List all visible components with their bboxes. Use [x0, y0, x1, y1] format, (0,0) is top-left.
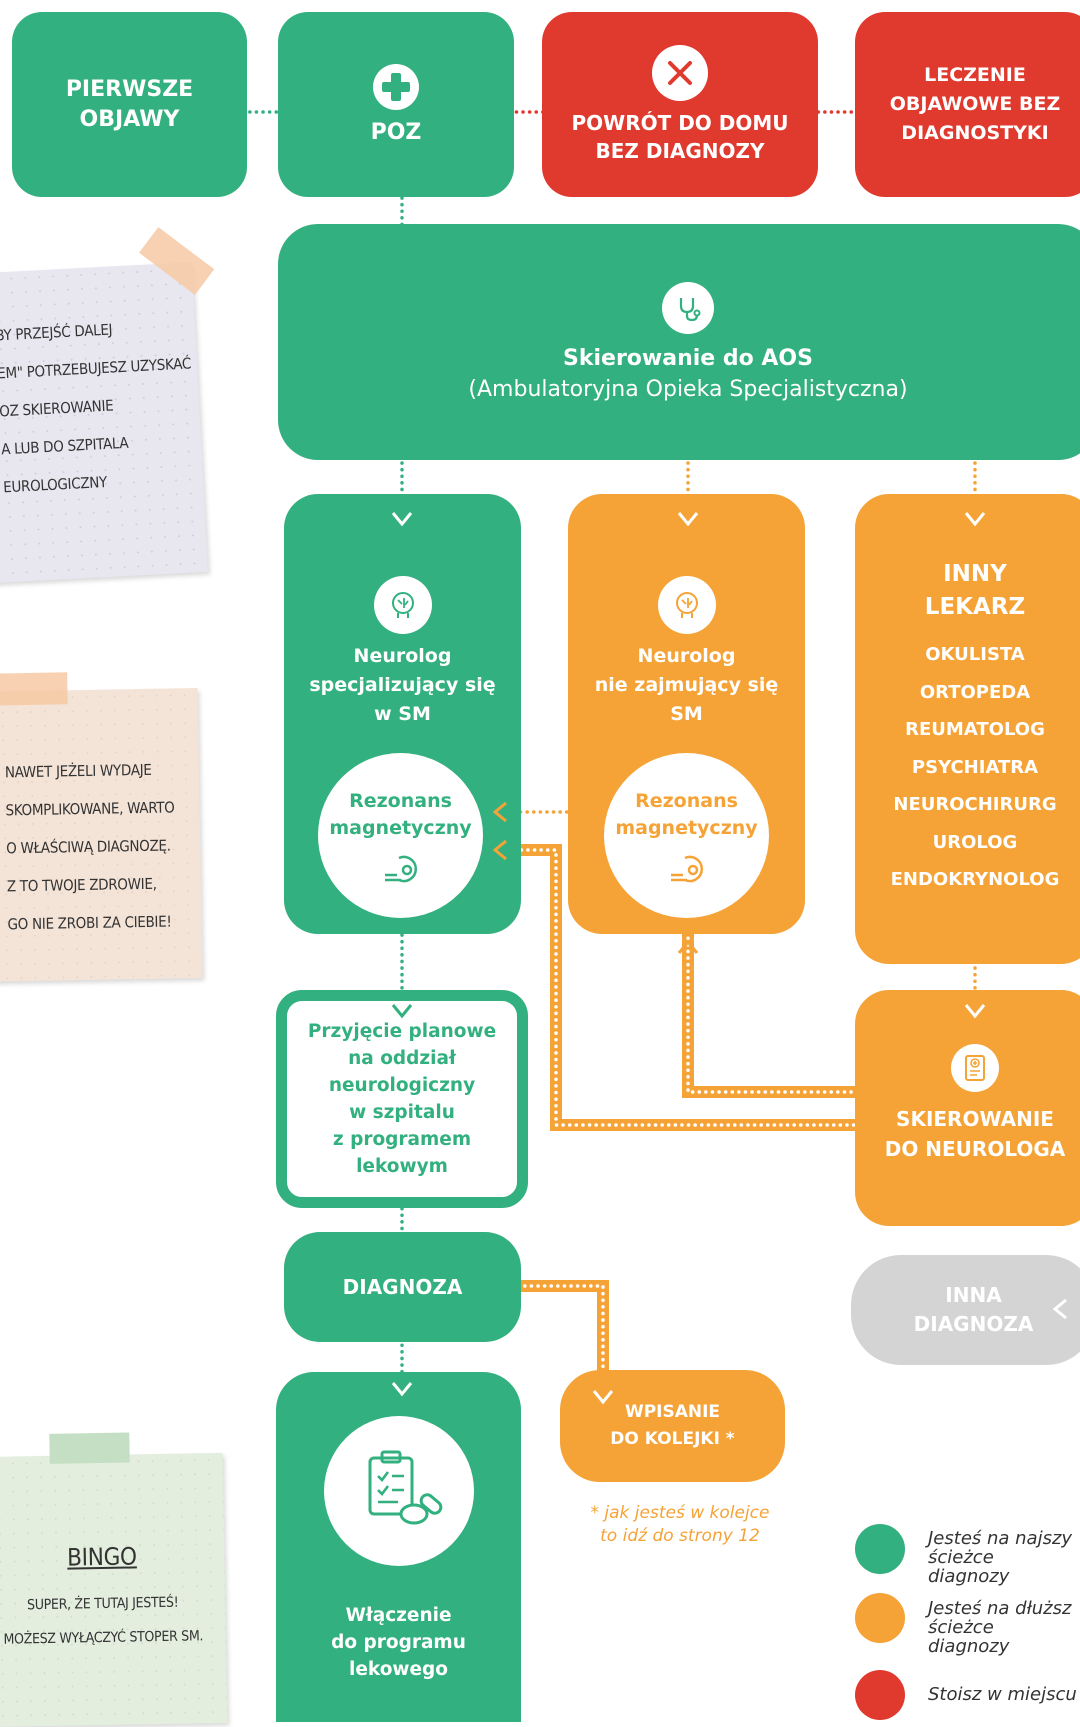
note-line: NAWET JEŻELI WYDAJE [4, 760, 152, 782]
arrow-down-icon [591, 1388, 615, 1408]
note-3-title: BINGO [66, 1542, 137, 1572]
arrow-down-icon [963, 510, 987, 530]
mri-scanner-icon [670, 855, 703, 882]
neurologist-other-label: Neurolog nie zajmujący się SM [594, 645, 779, 725]
prescription-pills-icon [323, 1416, 474, 1566]
drug-program-label: Włączenie do programu lekowego [331, 1605, 466, 1680]
referral-document-icon [951, 1044, 999, 1092]
mri-circle-2: Rezonans magnetyczny [604, 753, 769, 918]
arrow-left-icon [1050, 1297, 1070, 1321]
arrow-down-icon [390, 1240, 414, 1260]
legend-text-red: Stoisz w miejscu [928, 1684, 1077, 1705]
queue-label: WPISANIE DO KOLEJKI * [610, 1402, 735, 1449]
arrow-down-icon [390, 1380, 414, 1400]
legend-text-orange: Jesteś na dłuższ ścieżce diagnozy [928, 1598, 1072, 1657]
sticky-note-2: NAWET JEŻELI WYDAJE SKOMPLIKOWANE, WARTO O… [0, 672, 203, 982]
note-3-text: SUPER, ŻE TUTAJ JESTEŚ! MOŻESZ WYŁĄCZYĆ S… [0, 1585, 226, 1657]
note-line: SKOMPLIKOWANE, WARTO [5, 798, 175, 820]
back-home-label: POWRÓT DO DOMU BEZ DIAGNOZY [571, 110, 789, 163]
other-doctor-item: REUMATOLOG [905, 719, 1045, 740]
other-doctor-item: PSYCHIATRA [911, 756, 1039, 778]
arrow-down-icon [390, 1002, 414, 1022]
arrow-left-icon [490, 838, 510, 862]
arrow-down-icon [676, 510, 700, 530]
note-line: MOŻESZ WYŁĄCZYĆ STOPER SM. [3, 1628, 204, 1648]
mri-label: Rezonans magnetyczny [329, 789, 472, 839]
aos-referral-box: Skierowanie do AOS (Ambulatoryjna Opieka… [278, 224, 1080, 460]
other-diagnosis-label: INNA DIAGNOZA [913, 1283, 1034, 1336]
legend-dot-red [855, 1670, 905, 1720]
note-line: O WŁAŚCIWĄ DIAGNOZĘ. [6, 836, 171, 858]
arrow-down-icon [390, 510, 414, 530]
back-home-box: POWRÓT DO DOMU BEZ DIAGNOZY [542, 12, 818, 197]
poz-box: POZ [278, 12, 514, 197]
first-symptoms-label: PIERWSZE OBJAWY [65, 76, 194, 132]
symptomatic-treatment-box: LECZENIE OBJAWOWE BEZ DIAGNOSTYKI [855, 12, 1080, 197]
drug-program-box: Włączenie do programu lekowego [276, 1372, 521, 1722]
neurologist-sm-label: Neurolog specjalizujący się w SM [309, 645, 496, 725]
other-doctor-item: OKULISTA [925, 644, 1025, 665]
neurology-referral-label: SKIEROWANIE DO NEUROLOGA [884, 1107, 1066, 1161]
note-line: Z TO TWOJE ZDROWIE, [6, 874, 157, 896]
planned-admission-label: Przyjęcie planowe na oddział neurologicz… [307, 1021, 497, 1177]
diagnosis-box: DIAGNOZA [284, 1232, 521, 1342]
planned-admission-box: Przyjęcie planowe na oddział neurologicz… [276, 990, 528, 1208]
other-doctor-item: NEUROCHIRURG [893, 794, 1057, 815]
stethoscope-icon [662, 282, 714, 334]
other-doctor-item: ORTOPEDA [919, 681, 1031, 703]
note-2-text: NAWET JEŻELI WYDAJE SKOMPLIKOWANE, WARTO O… [5, 750, 208, 943]
note-line: GO NIE ZROBI ZA CIEBIE! [7, 912, 172, 934]
aos-subtitle: (Ambulatoryjna Opieka Specjalistyczna) [468, 377, 908, 402]
neurology-referral-box: SKIEROWANIE DO NEUROLOGA [855, 990, 1080, 1226]
arrow-left-icon [490, 800, 510, 824]
sticky-note-3: BINGO SUPER, ŻE TUTAJ JESTEŚ! MOŻESZ WYŁĄ… [0, 1432, 228, 1727]
brain-icon [657, 576, 716, 634]
diagnosis-label: DIAGNOZA [342, 1275, 463, 1299]
poz-label: POZ [370, 120, 422, 145]
mri-scanner-icon [384, 855, 417, 882]
queue-box: WPISANIE DO KOLEJKI * [560, 1370, 785, 1482]
close-icon [652, 44, 708, 101]
mri-circle-1: Rezonans magnetyczny [318, 753, 483, 918]
other-doctor-box: INNY LEKARZ OKULISTA ORTOPEDA REUMATOLOG PS… [855, 494, 1080, 964]
aos-title: Skierowanie do AOS [563, 346, 813, 371]
other-doctor-title: INNY LEKARZ [924, 561, 1026, 620]
tape-decoration [49, 1432, 130, 1464]
other-doctor-item: UROLOG [932, 831, 1018, 853]
other-doctor-list: OKULISTA ORTOPEDA REUMATOLOG PSYCHIATRA NEUR… [891, 636, 1060, 899]
other-doctor-item: ENDOKRYNOLOG [890, 869, 1060, 890]
other-diagnosis-box: INNA DIAGNOZA [851, 1255, 1080, 1365]
note-line: SUPER, ŻE TUTAJ JESTEŚ! [26, 1594, 179, 1614]
first-symptoms-box: PIERWSZE OBJAWY [12, 12, 247, 197]
brain-icon [373, 576, 432, 634]
legend-text-green: Jesteś na najszy ścieżce diagnozy [928, 1528, 1073, 1587]
legend-dot-orange [855, 1593, 905, 1643]
symptomatic-treatment-label: LECZENIE OBJAWOWE BEZ DIAGNOSTYKI [889, 64, 1061, 144]
tape-decoration [0, 672, 68, 706]
arrow-down-icon [963, 1002, 987, 1022]
medical-cross-icon [373, 64, 419, 110]
arrow-up-icon [676, 936, 700, 956]
mri-label: Rezonans magnetyczny [615, 789, 758, 839]
queue-footnote: * jak jesteś w kolejce to idź do strony … [590, 1503, 770, 1546]
legend-dot-green [855, 1524, 905, 1574]
